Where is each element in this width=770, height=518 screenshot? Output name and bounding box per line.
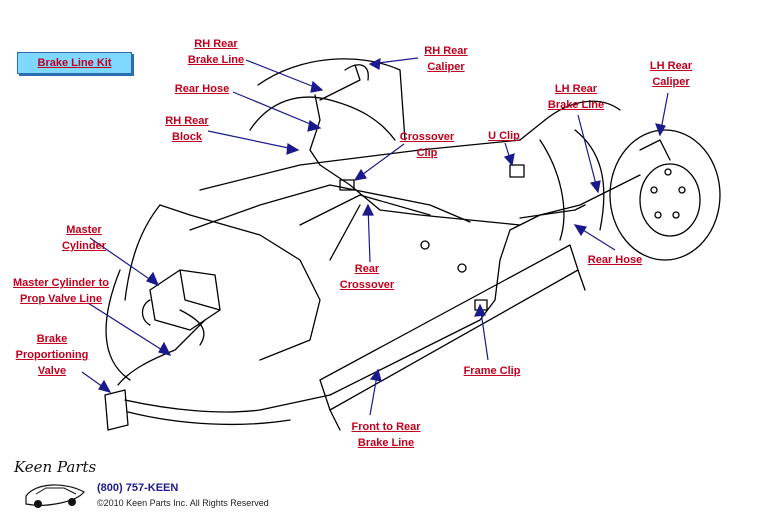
label-lh-rear-brake-line[interactable]: LH Rear Brake Line (548, 81, 604, 113)
label-frame-clip[interactable]: Frame Clip (464, 363, 521, 379)
label-line: Frame Clip (463, 365, 521, 377)
label-rear-hose-top[interactable]: Rear Hose (175, 81, 229, 97)
label-line: Rear (354, 263, 380, 275)
label-line: Brake Line (357, 437, 415, 449)
label-rear-hose-right[interactable]: Rear Hose (588, 252, 642, 268)
label-rear-crossover[interactable]: Rear Crossover (340, 261, 394, 293)
label-line: RH Rear (424, 45, 468, 57)
label-front-to-rear-brake-line[interactable]: Front to Rear Brake Line (351, 419, 420, 451)
label-line: RH Rear (165, 115, 209, 127)
label-mc-to-prop-valve-line[interactable]: Master Cylinder to Prop Valve Line (13, 275, 109, 307)
label-line: Caliper (652, 76, 690, 88)
label-line: Prop Valve Line (20, 293, 102, 305)
label-rh-rear-brake-line[interactable]: RH Rear Brake Line (188, 36, 244, 68)
label-line: Master Cylinder to (13, 277, 109, 289)
label-line: Proportioning (15, 349, 89, 361)
label-line: Brake Line (187, 54, 245, 66)
label-line: Valve (37, 365, 67, 377)
label-u-clip[interactable]: U Clip (488, 128, 520, 144)
label-line: LH Rear (554, 83, 598, 95)
label-line: Rear Hose (587, 254, 643, 266)
label-rh-rear-block[interactable]: RH Rear Block (165, 113, 208, 145)
label-master-cylinder[interactable]: Master Cylinder (62, 222, 106, 254)
label-line: Crossover (399, 131, 455, 143)
rear-body-panel (257, 58, 406, 141)
keen-parts-logo: Keen Parts (13, 458, 97, 508)
label-line: Block (172, 131, 202, 143)
label-line: Master (66, 224, 102, 236)
lh-rear-rotor (609, 129, 721, 261)
label-line: U Clip (488, 130, 520, 142)
label-brake-proportioning-valve[interactable]: Brake Proportioning Valve (16, 331, 89, 379)
label-line: RH Rear (194, 38, 238, 50)
label-line: Rear Hose (174, 83, 230, 95)
label-crossover-clip[interactable]: Crossover Clip (400, 129, 454, 161)
brake-line-kit-button[interactable]: Brake Line Kit (17, 52, 132, 74)
label-line: Brake Line (547, 99, 605, 111)
label-line: Clip (416, 147, 438, 159)
label-line: LH Rear (649, 60, 693, 72)
copyright-text: ©2010 Keen Parts Inc. All Rights Reserve… (97, 498, 269, 508)
label-line: Caliper (427, 61, 465, 73)
logo-text: Keen Parts (13, 458, 97, 476)
label-line: Cylinder (61, 240, 107, 252)
label-line: Brake (36, 333, 68, 345)
label-line: Crossover (339, 279, 395, 291)
phone-number[interactable]: (800) 757-KEEN (97, 482, 179, 494)
label-rh-rear-caliper[interactable]: RH Rear Caliper (424, 43, 467, 75)
prop-valve-shape (104, 389, 129, 431)
label-lh-rear-caliper[interactable]: LH Rear Caliper (650, 58, 692, 90)
label-line: Front to Rear (351, 421, 421, 433)
